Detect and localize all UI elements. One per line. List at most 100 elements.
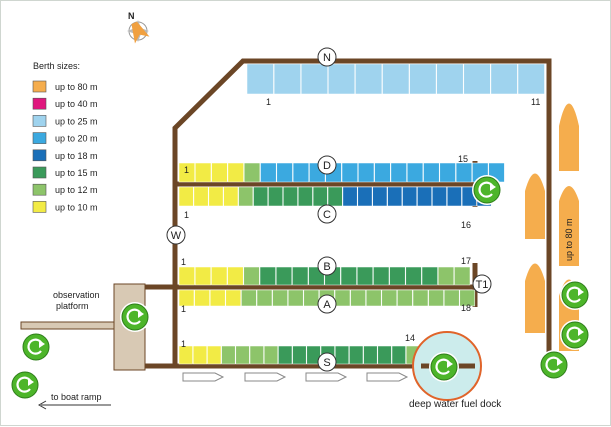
berth[interactable]	[374, 162, 391, 183]
dock-label-c[interactable]: C	[317, 204, 337, 224]
berth[interactable]	[223, 186, 239, 207]
berth[interactable]	[406, 162, 424, 183]
berth[interactable]	[421, 266, 438, 286]
berth[interactable]	[211, 162, 228, 183]
berth[interactable]	[178, 289, 195, 307]
berth[interactable]	[292, 266, 309, 286]
berth[interactable]	[349, 345, 364, 365]
berth[interactable]	[377, 345, 392, 365]
berth[interactable]	[227, 162, 244, 183]
berth[interactable]	[238, 186, 254, 207]
berth[interactable]	[292, 345, 307, 365]
berth[interactable]	[272, 289, 288, 307]
berth[interactable]	[397, 289, 413, 307]
berth[interactable]	[454, 266, 471, 286]
berth[interactable]	[437, 266, 455, 286]
pumpout-icon[interactable]	[560, 320, 590, 350]
berth[interactable]	[446, 186, 462, 207]
berth[interactable]	[208, 186, 224, 207]
berth[interactable]	[412, 289, 429, 307]
berth[interactable]	[207, 345, 222, 365]
pumpout-icon[interactable]	[10, 370, 40, 400]
berth[interactable]	[428, 289, 444, 307]
berth[interactable]	[211, 266, 228, 286]
berth[interactable]	[439, 162, 456, 183]
berth[interactable]	[436, 63, 464, 95]
berth[interactable]	[387, 186, 403, 207]
berth[interactable]	[193, 186, 209, 207]
berth[interactable]	[178, 186, 194, 207]
berth[interactable]	[278, 345, 293, 365]
berth[interactable]	[259, 266, 276, 286]
berth[interactable]	[209, 289, 226, 307]
berth[interactable]	[283, 186, 298, 207]
berth[interactable]	[391, 345, 406, 365]
berth[interactable]	[192, 345, 208, 365]
berth[interactable]	[365, 289, 382, 307]
berth[interactable]	[341, 162, 358, 183]
berth[interactable]	[303, 289, 320, 307]
berth[interactable]	[243, 162, 261, 183]
berth[interactable]	[381, 289, 398, 307]
pumpout-icon[interactable]	[429, 352, 459, 382]
berth[interactable]	[235, 345, 250, 365]
berth[interactable]	[256, 289, 273, 307]
berth[interactable]	[260, 162, 277, 183]
dock-label-s[interactable]: S	[317, 352, 337, 372]
dock-label-d[interactable]: D	[317, 155, 337, 175]
berth[interactable]	[194, 289, 210, 307]
berth[interactable]	[356, 266, 374, 286]
pumpout-icon[interactable]	[539, 350, 569, 380]
berth[interactable]	[225, 289, 242, 307]
dock-label-t1[interactable]: T1	[472, 274, 492, 294]
berth[interactable]	[227, 266, 244, 286]
berth[interactable]	[334, 289, 351, 307]
dock-label-b[interactable]: B	[317, 256, 337, 276]
berth[interactable]	[372, 186, 388, 207]
berth[interactable]	[459, 289, 476, 307]
berth[interactable]	[276, 162, 293, 183]
berth[interactable]	[490, 63, 518, 95]
berth[interactable]	[389, 266, 406, 286]
berth[interactable]	[443, 289, 460, 307]
berth[interactable]	[357, 186, 373, 207]
berth[interactable]	[178, 266, 195, 286]
berth[interactable]	[382, 63, 410, 95]
berth[interactable]	[275, 266, 293, 286]
berth[interactable]	[246, 63, 274, 95]
berth[interactable]	[178, 162, 195, 183]
berth[interactable]	[312, 186, 328, 207]
berth[interactable]	[405, 266, 422, 286]
berth[interactable]	[297, 186, 313, 207]
pumpout-icon[interactable]	[21, 332, 51, 362]
berth[interactable]	[432, 186, 447, 207]
berth[interactable]	[221, 345, 236, 365]
berth[interactable]	[194, 266, 212, 286]
dock-label-n[interactable]: N	[317, 47, 337, 67]
pumpout-icon[interactable]	[472, 175, 502, 205]
berth[interactable]	[195, 162, 212, 183]
berth[interactable]	[355, 63, 383, 95]
berth[interactable]	[268, 186, 283, 207]
pumpout-icon[interactable]	[560, 280, 590, 310]
berth[interactable]	[292, 162, 310, 183]
berth[interactable]	[358, 162, 375, 183]
berth[interactable]	[241, 289, 257, 307]
dock-label-w[interactable]: W	[166, 225, 186, 245]
berth[interactable]	[363, 345, 378, 365]
berth[interactable]	[327, 186, 343, 207]
pumpout-icon[interactable]	[120, 302, 150, 332]
berth[interactable]	[517, 63, 545, 95]
berth[interactable]	[455, 162, 473, 183]
berth[interactable]	[423, 162, 440, 183]
berth[interactable]	[390, 162, 407, 183]
berth[interactable]	[350, 289, 366, 307]
berth[interactable]	[287, 289, 304, 307]
berth[interactable]	[263, 345, 279, 365]
berth[interactable]	[249, 345, 264, 365]
berth[interactable]	[342, 186, 358, 207]
berth[interactable]	[328, 63, 356, 95]
berth[interactable]	[409, 63, 437, 95]
dock-label-a[interactable]: A	[317, 294, 337, 314]
berth[interactable]	[178, 345, 193, 365]
